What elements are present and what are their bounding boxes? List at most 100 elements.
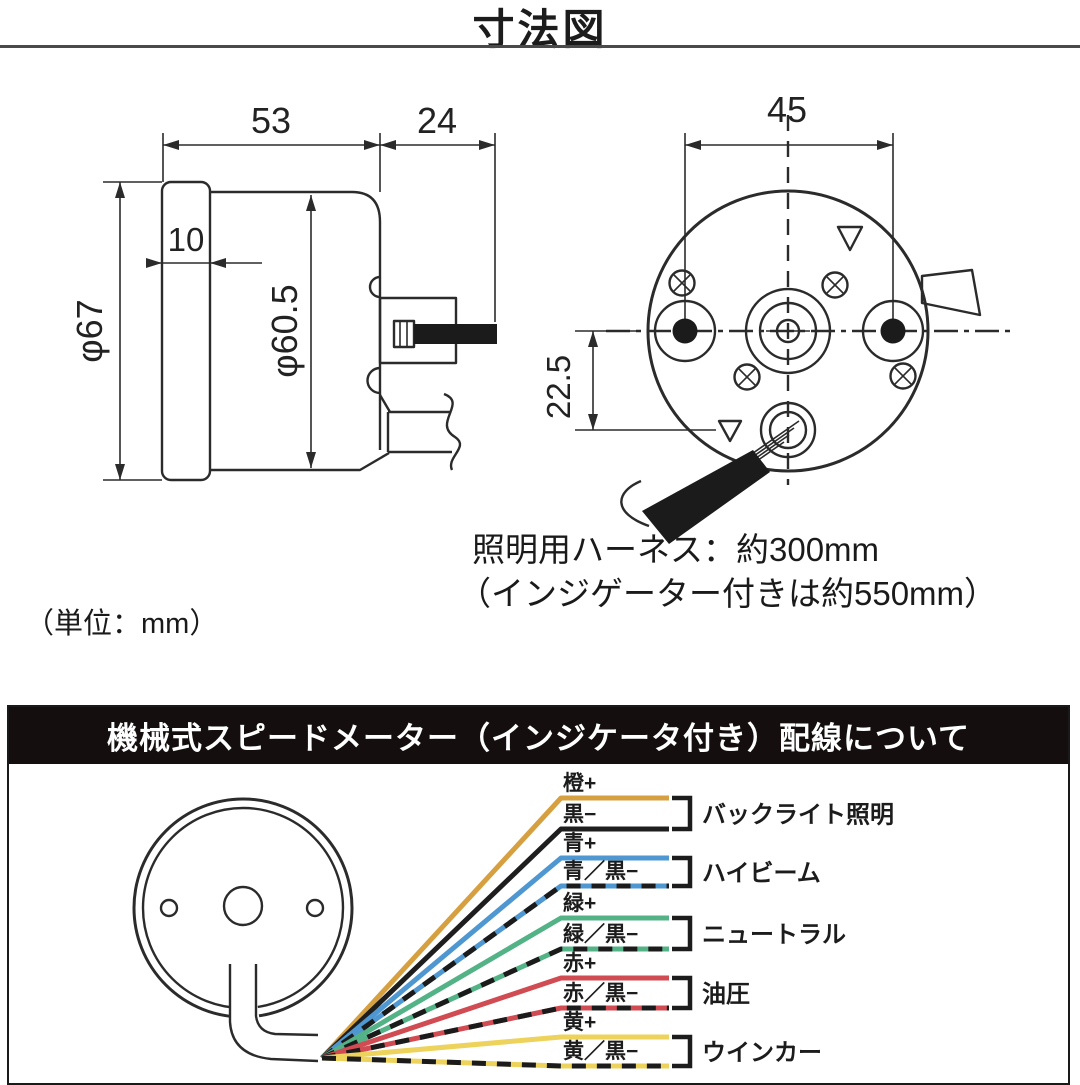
screw bbox=[733, 363, 761, 391]
wiring-section: 機械式スピードメーター（インジケータ付き）配線について 橙+ 黒− バックライト照明… bbox=[7, 705, 1070, 1085]
triangle-marker-top bbox=[836, 225, 864, 252]
wire-group-4: 赤+ 赤／黒− 油圧 bbox=[321, 952, 750, 1061]
center-ring-outer bbox=[744, 287, 832, 375]
title-divider bbox=[0, 45, 1080, 48]
wire-plus-label: 青+ bbox=[563, 832, 596, 855]
mount-stud-right bbox=[880, 318, 906, 344]
wire-pair-bracket bbox=[672, 795, 693, 832]
body-bump-lower bbox=[366, 366, 381, 395]
wire-group-3: 緑+ 緑／黒− ニュートラル bbox=[320, 891, 846, 1061]
side-tab bbox=[920, 268, 982, 317]
harness-note-line1: 照明用ハーネス：約300mm bbox=[472, 531, 880, 568]
gauge-bezel bbox=[160, 180, 212, 482]
arrowhead bbox=[306, 195, 316, 211]
dim-body-diameter: φ60.5 bbox=[264, 284, 305, 377]
wire-pair-bracket bbox=[672, 915, 693, 952]
cable-tube-fill bbox=[230, 964, 318, 1061]
wire-group-2: 青+ 青／黒− ハイビーム bbox=[320, 832, 821, 1061]
stud-nut bbox=[392, 319, 416, 349]
wire-function-label: ニュートラル bbox=[702, 922, 846, 949]
wire-minus bbox=[320, 883, 669, 1061]
wire-plus bbox=[320, 795, 669, 1060]
threaded-stud bbox=[414, 324, 497, 344]
wire-function-label: 油圧 bbox=[702, 981, 750, 1008]
harness-tail bbox=[620, 479, 650, 528]
cable-tube-inner bbox=[254, 964, 319, 1037]
dim-body-depth: 53 bbox=[251, 100, 291, 141]
wiring-banner: 機械式スピードメーター（インジケータ付き）配線について bbox=[9, 707, 1068, 764]
wire-minus-dashes bbox=[321, 1005, 669, 1061]
arrowhead bbox=[115, 464, 125, 480]
screw bbox=[668, 269, 696, 297]
dim-cable-offset: 22.5 bbox=[540, 355, 577, 419]
wire-plus bbox=[320, 915, 669, 1061]
gauge-body-outline bbox=[210, 190, 382, 450]
wire-plus-label: 赤+ bbox=[563, 952, 596, 975]
arrowhead bbox=[588, 331, 598, 347]
arrowhead bbox=[479, 140, 495, 150]
arrowhead bbox=[588, 414, 598, 430]
gauge-rear-view bbox=[132, 797, 354, 1063]
gauge-side-hole-right bbox=[305, 898, 325, 918]
dimension-drawing: 53 24 10 φ67 φ60.5 45 bbox=[69, 89, 1016, 544]
wire-function-label: バックライト照明 bbox=[702, 802, 894, 829]
gauge-side-hole-left bbox=[159, 898, 179, 918]
wire-minus-label: 青／黒− bbox=[563, 859, 638, 883]
front-view: 45 22.5 bbox=[540, 89, 1016, 544]
dim-bezel-diameter: φ67 bbox=[69, 299, 110, 362]
arrowhead bbox=[115, 182, 125, 198]
arrowhead bbox=[685, 140, 701, 150]
harness-note-line2: （インジゲーター付きは約550mm） bbox=[458, 575, 998, 612]
cable-boss-inner bbox=[768, 410, 808, 450]
screw bbox=[889, 362, 917, 390]
wire-minus-dashes bbox=[321, 1055, 669, 1069]
side-view: 53 24 10 φ67 φ60.5 bbox=[69, 100, 497, 482]
wire-plus bbox=[321, 1034, 669, 1061]
mount-stud-left bbox=[672, 318, 698, 344]
arrowhead bbox=[163, 140, 179, 150]
wire-pair-bracket bbox=[672, 855, 693, 889]
arrowhead bbox=[364, 140, 380, 150]
wire-pair-bracket bbox=[672, 975, 693, 1011]
wire-minus-label: 緑／黒− bbox=[563, 922, 638, 946]
wire-group-5: 黄+ 黄／黒− ウインカー bbox=[321, 1011, 822, 1069]
arrowhead bbox=[306, 452, 316, 468]
break-symbol bbox=[443, 392, 462, 471]
cable-connector bbox=[386, 410, 452, 454]
wire-plus bbox=[321, 975, 669, 1061]
body-bump-upper bbox=[368, 275, 381, 299]
wire-minus-dashes bbox=[320, 946, 669, 1061]
wire-function-label: ハイビーム bbox=[702, 860, 821, 887]
harness-note: 照明用ハーネス：約300mm （インジゲーター付きは約550mm） bbox=[458, 528, 997, 616]
gauge-center-hole bbox=[222, 885, 264, 927]
arrowhead bbox=[146, 258, 162, 268]
cable-tube-outer bbox=[228, 964, 319, 1063]
screw bbox=[821, 271, 849, 299]
dim-stud-length: 24 bbox=[417, 100, 457, 141]
wire-group-1: 橙+ 黒− バックライト照明 bbox=[320, 771, 894, 1060]
dim-mount-pitch: 45 bbox=[767, 89, 807, 130]
triangle-marker-bottom bbox=[717, 419, 743, 443]
wire-plus-label: 黄+ bbox=[563, 1011, 596, 1034]
arrowhead bbox=[877, 140, 893, 150]
gauge-body-bottom bbox=[210, 451, 390, 472]
arrowhead bbox=[210, 258, 226, 268]
wire-function-label: ウインカー bbox=[702, 1040, 822, 1067]
cable-boss-outer bbox=[759, 401, 817, 459]
wire-minus-label: 黒− bbox=[563, 803, 596, 826]
wire-plus-label: 緑+ bbox=[563, 891, 596, 915]
unit-note: （単位：mm） bbox=[25, 608, 219, 640]
wire-pair-bracket bbox=[672, 1034, 693, 1069]
arrowhead bbox=[380, 140, 396, 150]
center-ring-inner bbox=[758, 301, 818, 361]
wire-plus-label: 橙+ bbox=[563, 771, 596, 795]
wire-plus bbox=[320, 855, 669, 1060]
connector-link bbox=[378, 394, 392, 413]
wire-minus-label: 黄／黒− bbox=[563, 1039, 638, 1063]
wire-minus-label: 赤／黒− bbox=[563, 981, 638, 1005]
harness-sleeve bbox=[642, 450, 770, 544]
wire-minus bbox=[320, 826, 669, 1060]
dim-bezel-depth: 10 bbox=[168, 221, 205, 258]
